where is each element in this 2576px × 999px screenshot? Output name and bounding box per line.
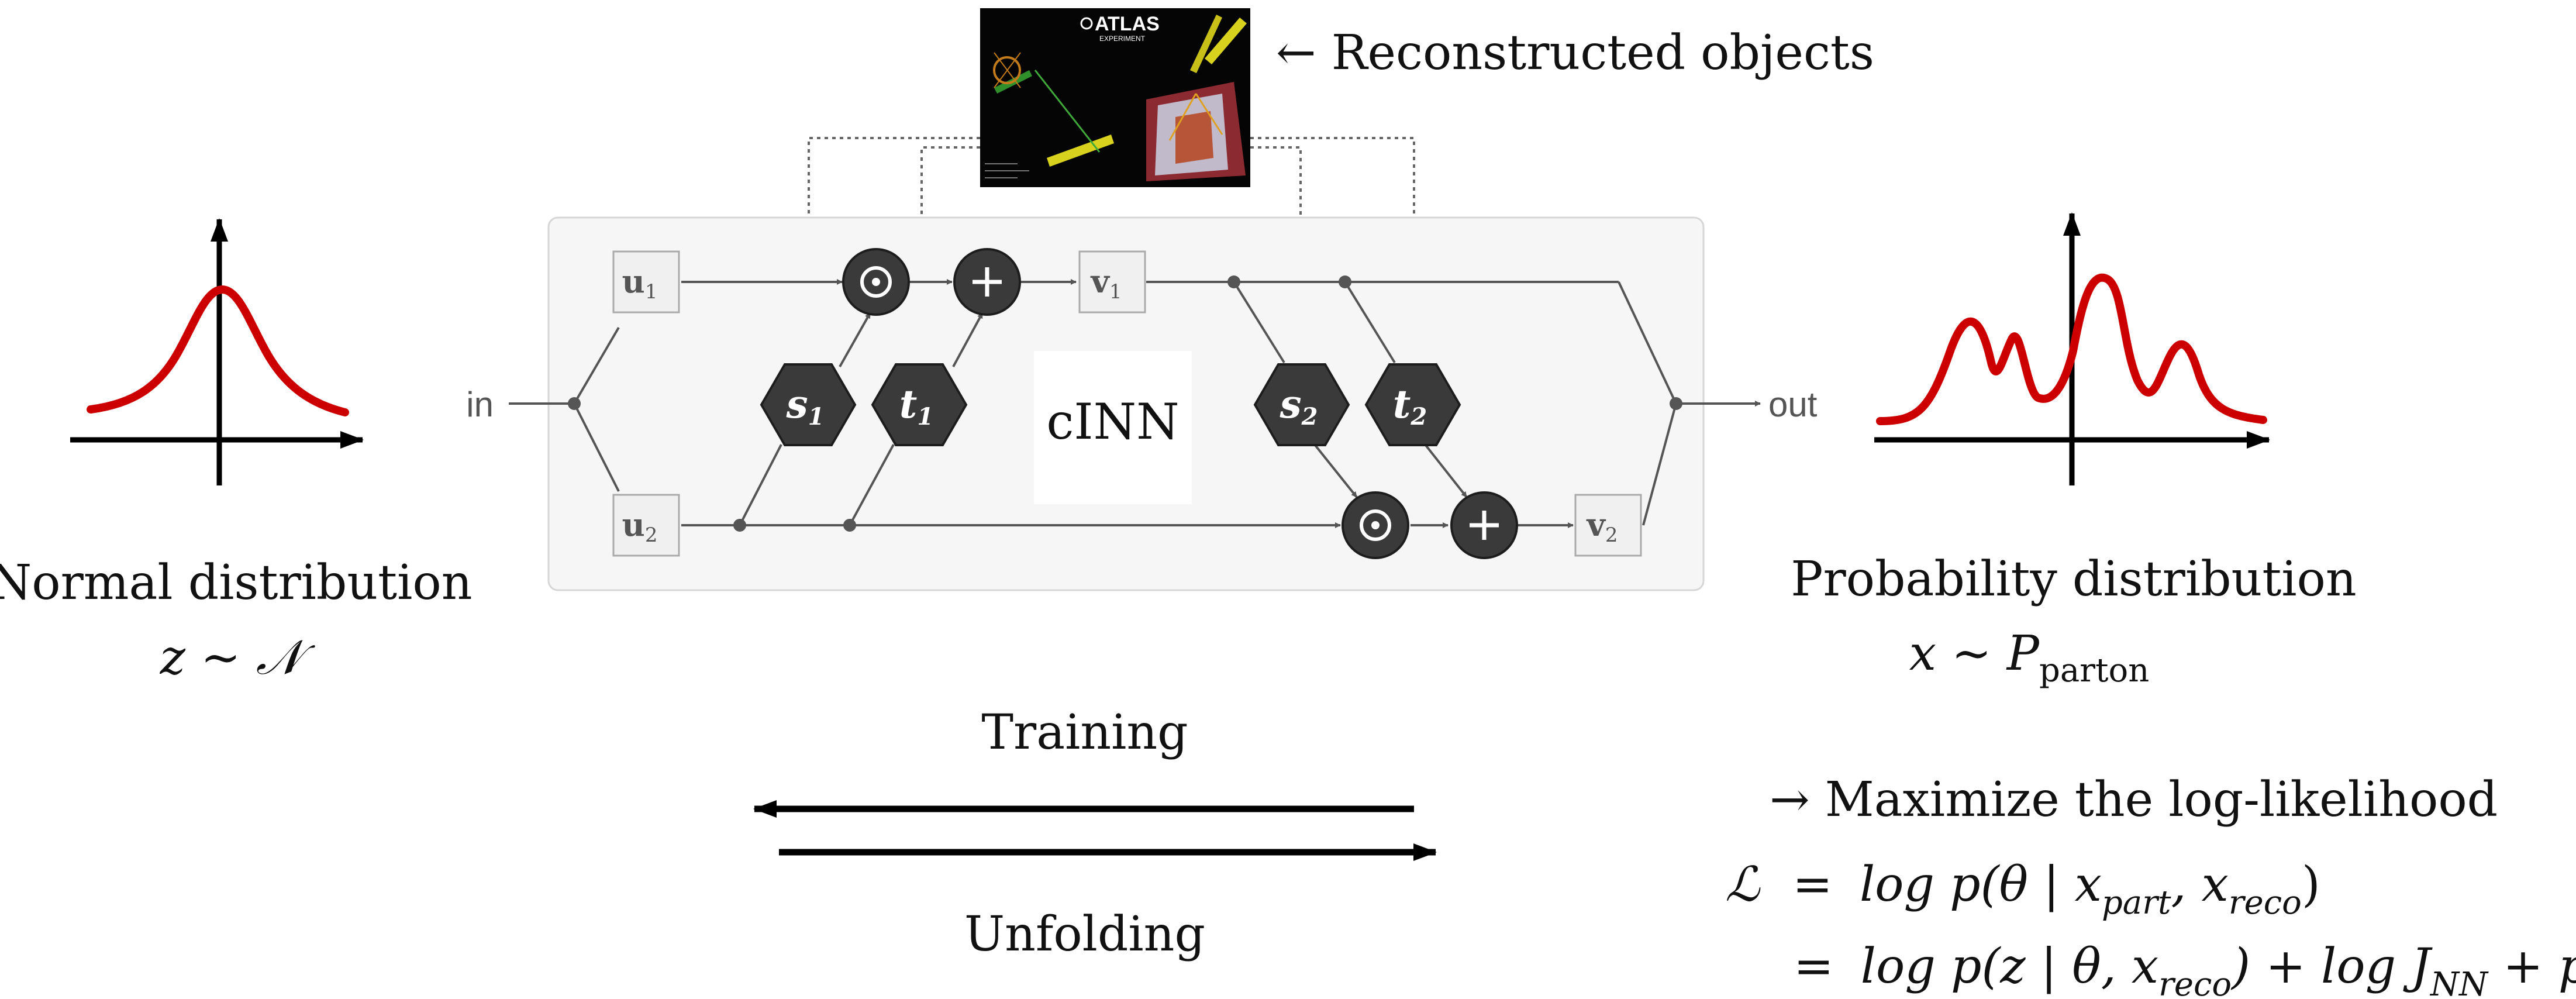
svg-text:v1: v1: [1090, 263, 1122, 304]
atlas-logo-icon: [1080, 17, 1093, 30]
probability-distribution-title: Probability distribution: [1791, 552, 2356, 607]
svg-text:t1: t1: [899, 381, 933, 430]
node-t1: t1: [871, 363, 968, 446]
multiply-op-1: [842, 248, 910, 316]
atlas-logo-text: ATLAS: [1095, 13, 1160, 35]
svg-text:s2: s2: [1279, 381, 1318, 430]
svg-text:u1: u1: [622, 263, 658, 304]
cinn-label-bg: [1034, 351, 1192, 504]
network-lines: [509, 279, 1761, 528]
node-s1: s1: [760, 363, 857, 446]
add-op-1: [953, 248, 1021, 316]
multiply-op-2: [1342, 491, 1409, 559]
objective-heading: → Maximize the log-likelihood: [1770, 772, 2498, 828]
input-label: in: [466, 385, 494, 424]
probability-distribution-formula: x ∼ Pparton: [1909, 626, 2150, 690]
normal-distribution-plot: [70, 218, 364, 485]
likelihood-line-1: ℒ = log p(θ | xpart, xreco): [1725, 857, 2320, 922]
node-s2: s2: [1253, 363, 1350, 446]
probability-distribution-plot: [1874, 212, 2270, 485]
cinn-label: cINN: [1046, 393, 1179, 450]
node-v1: v1: [1078, 250, 1146, 314]
svg-text:s1: s1: [785, 381, 824, 430]
normal-distribution-title: Normal distribution: [0, 555, 473, 611]
svg-text:t2: t2: [1393, 381, 1427, 430]
node-v2: v2: [1574, 494, 1642, 557]
normal-distribution-formula: z ∼ 𝒩: [160, 630, 316, 685]
event-display-image: ATLAS EXPERIMENT: [980, 8, 1250, 187]
svg-text:u2: u2: [622, 506, 658, 547]
node-u1: u1: [612, 250, 680, 314]
node-u2: u2: [612, 494, 680, 557]
add-op-2: [1450, 491, 1518, 559]
node-t2: t2: [1364, 363, 1461, 446]
svg-text:v2: v2: [1586, 506, 1618, 547]
junction-dots: [568, 275, 1682, 532]
reconstructed-objects-label: ← Reconstructed objects: [1276, 25, 1874, 81]
output-label: out: [1768, 385, 1818, 424]
atlas-logo-subtext: EXPERIMENT: [1099, 35, 1146, 43]
likelihood-line-2: = log p(z | θ, xreco) + log JNN + p(θ): [1794, 939, 2576, 999]
unfolding-label: Unfolding: [964, 907, 1205, 962]
training-label: Training: [981, 705, 1188, 760]
